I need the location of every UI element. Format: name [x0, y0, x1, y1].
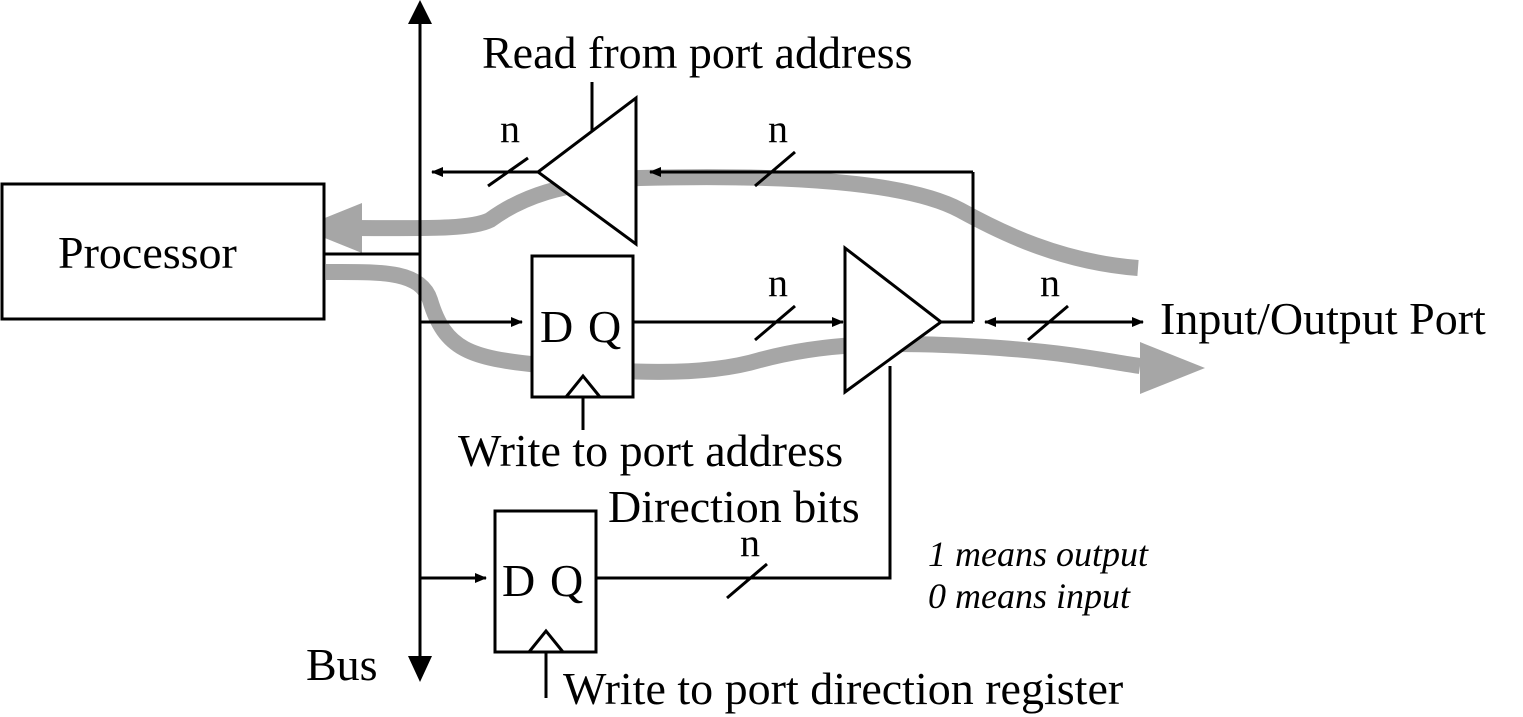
- bus-label: Bus: [306, 639, 378, 690]
- read-data-flow-arrow: [300, 169, 1139, 276]
- width-label-port: n: [1040, 260, 1060, 305]
- input-meaning-note: 0 means input: [928, 576, 1131, 616]
- output-meaning-note: 1 means output: [928, 534, 1149, 574]
- width-label-read-in: n: [768, 106, 788, 151]
- write-data-flow-arrow: [325, 263, 1205, 394]
- write-port-address-label: Write to port address: [458, 425, 843, 476]
- width-label-direction: n: [740, 520, 760, 565]
- dir-ff-d-pin: D: [502, 555, 535, 606]
- data-ff-q-pin: Q: [588, 301, 621, 352]
- direction-register-flip-flop: [420, 366, 892, 698]
- output-tristate-buffer: [843, 244, 1144, 395]
- data-register-flip-flop: [420, 254, 844, 430]
- direction-bits-label: Direction bits: [608, 481, 860, 532]
- processor-label: Processor: [58, 227, 237, 278]
- read-port-address-label: Read from port address: [482, 27, 913, 78]
- dir-ff-q-pin: Q: [550, 555, 583, 606]
- bus-width-slashes: [487, 150, 1069, 600]
- data-ff-d-pin: D: [540, 301, 573, 352]
- write-direction-register-label: Write to port direction register: [563, 663, 1123, 714]
- io-port-label: Input/Output Port: [1160, 293, 1486, 344]
- width-label-write: n: [768, 260, 788, 305]
- system-bus: [408, 0, 432, 682]
- processor-block: [0, 182, 326, 321]
- width-label-read-out: n: [500, 106, 520, 151]
- input-tristate-buffer: [431, 82, 975, 322]
